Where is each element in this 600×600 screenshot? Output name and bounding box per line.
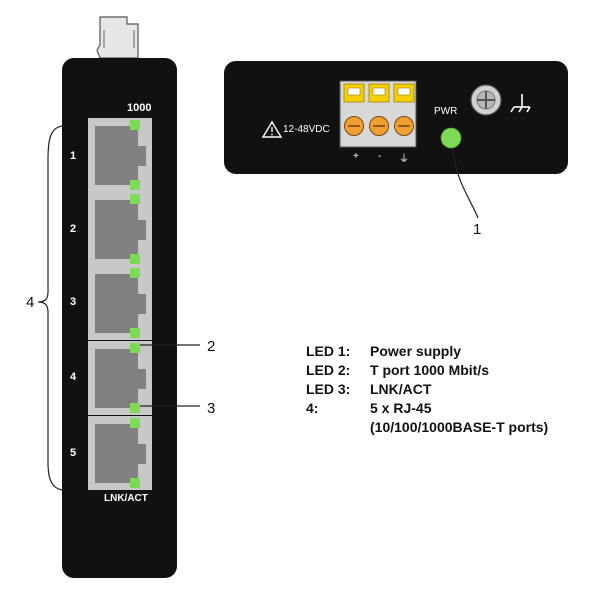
legend-value: Power supply bbox=[370, 343, 462, 359]
voltage-label: 12-48VDC bbox=[283, 124, 330, 135]
terminal-label-minus: - bbox=[378, 151, 382, 162]
led-1000 bbox=[130, 194, 140, 204]
led-1000 bbox=[130, 343, 140, 353]
rj45-port-1 bbox=[88, 118, 152, 192]
callout-3: 3 bbox=[207, 400, 216, 417]
led-1000 bbox=[130, 418, 140, 428]
legend-row-3: LED 3: LNK/ACT bbox=[306, 380, 586, 399]
rj45-port-4 bbox=[88, 341, 152, 415]
legend-value: LNK/ACT bbox=[370, 381, 432, 397]
legend-row-4: 4: 5 x RJ-45 bbox=[306, 399, 586, 418]
warning-icon bbox=[261, 120, 283, 138]
rj45-port-2 bbox=[88, 192, 152, 266]
port-number-3: 3 bbox=[70, 296, 77, 308]
din-rail-clip bbox=[96, 16, 139, 59]
terminal-slot bbox=[372, 87, 386, 96]
legend-key: LED 2: bbox=[306, 362, 351, 378]
callout-2: 2 bbox=[207, 338, 216, 355]
port-socket bbox=[95, 274, 146, 333]
led-1000 bbox=[130, 268, 140, 278]
port-number-4: 4 bbox=[70, 371, 77, 383]
led-lnk-act bbox=[130, 180, 140, 190]
legend-value: 5 x RJ-45 bbox=[370, 400, 432, 416]
legend-key: LED 3: bbox=[306, 381, 351, 397]
terminal-1 bbox=[343, 83, 365, 136]
legend-value: (10/100/1000BASE-T ports) bbox=[370, 419, 549, 435]
led-lnk-act bbox=[130, 403, 140, 413]
led-lnk-act bbox=[130, 254, 140, 264]
legend-key: LED 1: bbox=[306, 343, 351, 359]
port-number-5: 5 bbox=[70, 447, 77, 459]
port-number-2: 2 bbox=[70, 223, 77, 235]
label-1000: 1000 bbox=[127, 102, 152, 114]
pwr-label: PWR bbox=[434, 106, 458, 117]
label-lnk-act: LNK/ACT bbox=[104, 493, 148, 504]
port-socket bbox=[95, 424, 146, 483]
rj45-ports bbox=[88, 118, 152, 490]
port-socket bbox=[95, 349, 146, 408]
ground-screw-icon bbox=[470, 84, 502, 116]
led-lnk-act bbox=[130, 328, 140, 338]
ports-bracket bbox=[37, 125, 63, 491]
legend: LED 1: Power supply LED 2: T port 1000 M… bbox=[306, 342, 586, 442]
chassis-ground-icon bbox=[510, 94, 531, 113]
legend-row-5: (10/100/1000BASE-T ports) bbox=[306, 418, 586, 437]
terminal-slot bbox=[347, 87, 361, 96]
terminal-3 bbox=[393, 83, 415, 136]
rj45-port-5 bbox=[88, 416, 152, 490]
legend-row-1: LED 1: Power supply bbox=[306, 342, 586, 361]
terminal-slot bbox=[397, 87, 411, 96]
port-socket bbox=[95, 200, 146, 259]
callout-1: 1 bbox=[473, 221, 482, 238]
terminal-2 bbox=[368, 83, 390, 136]
port-number-1: 1 bbox=[70, 150, 77, 162]
callout-4: 4 bbox=[26, 294, 35, 311]
led-1000 bbox=[130, 120, 140, 130]
rj45-port-3 bbox=[88, 266, 152, 340]
terminal-label-ground: ⏚ bbox=[399, 154, 409, 165]
terminal-label-plus: + bbox=[353, 151, 359, 162]
callout-line-1 bbox=[452, 147, 479, 219]
legend-value: T port 1000 Mbit/s bbox=[370, 362, 490, 378]
led-lnk-act bbox=[130, 478, 140, 488]
legend-key: 4: bbox=[306, 400, 319, 416]
legend-row-2: LED 2: T port 1000 Mbit/s bbox=[306, 361, 586, 380]
terminal-block bbox=[339, 80, 417, 148]
pwr-led bbox=[440, 127, 462, 149]
port-socket bbox=[95, 126, 146, 185]
